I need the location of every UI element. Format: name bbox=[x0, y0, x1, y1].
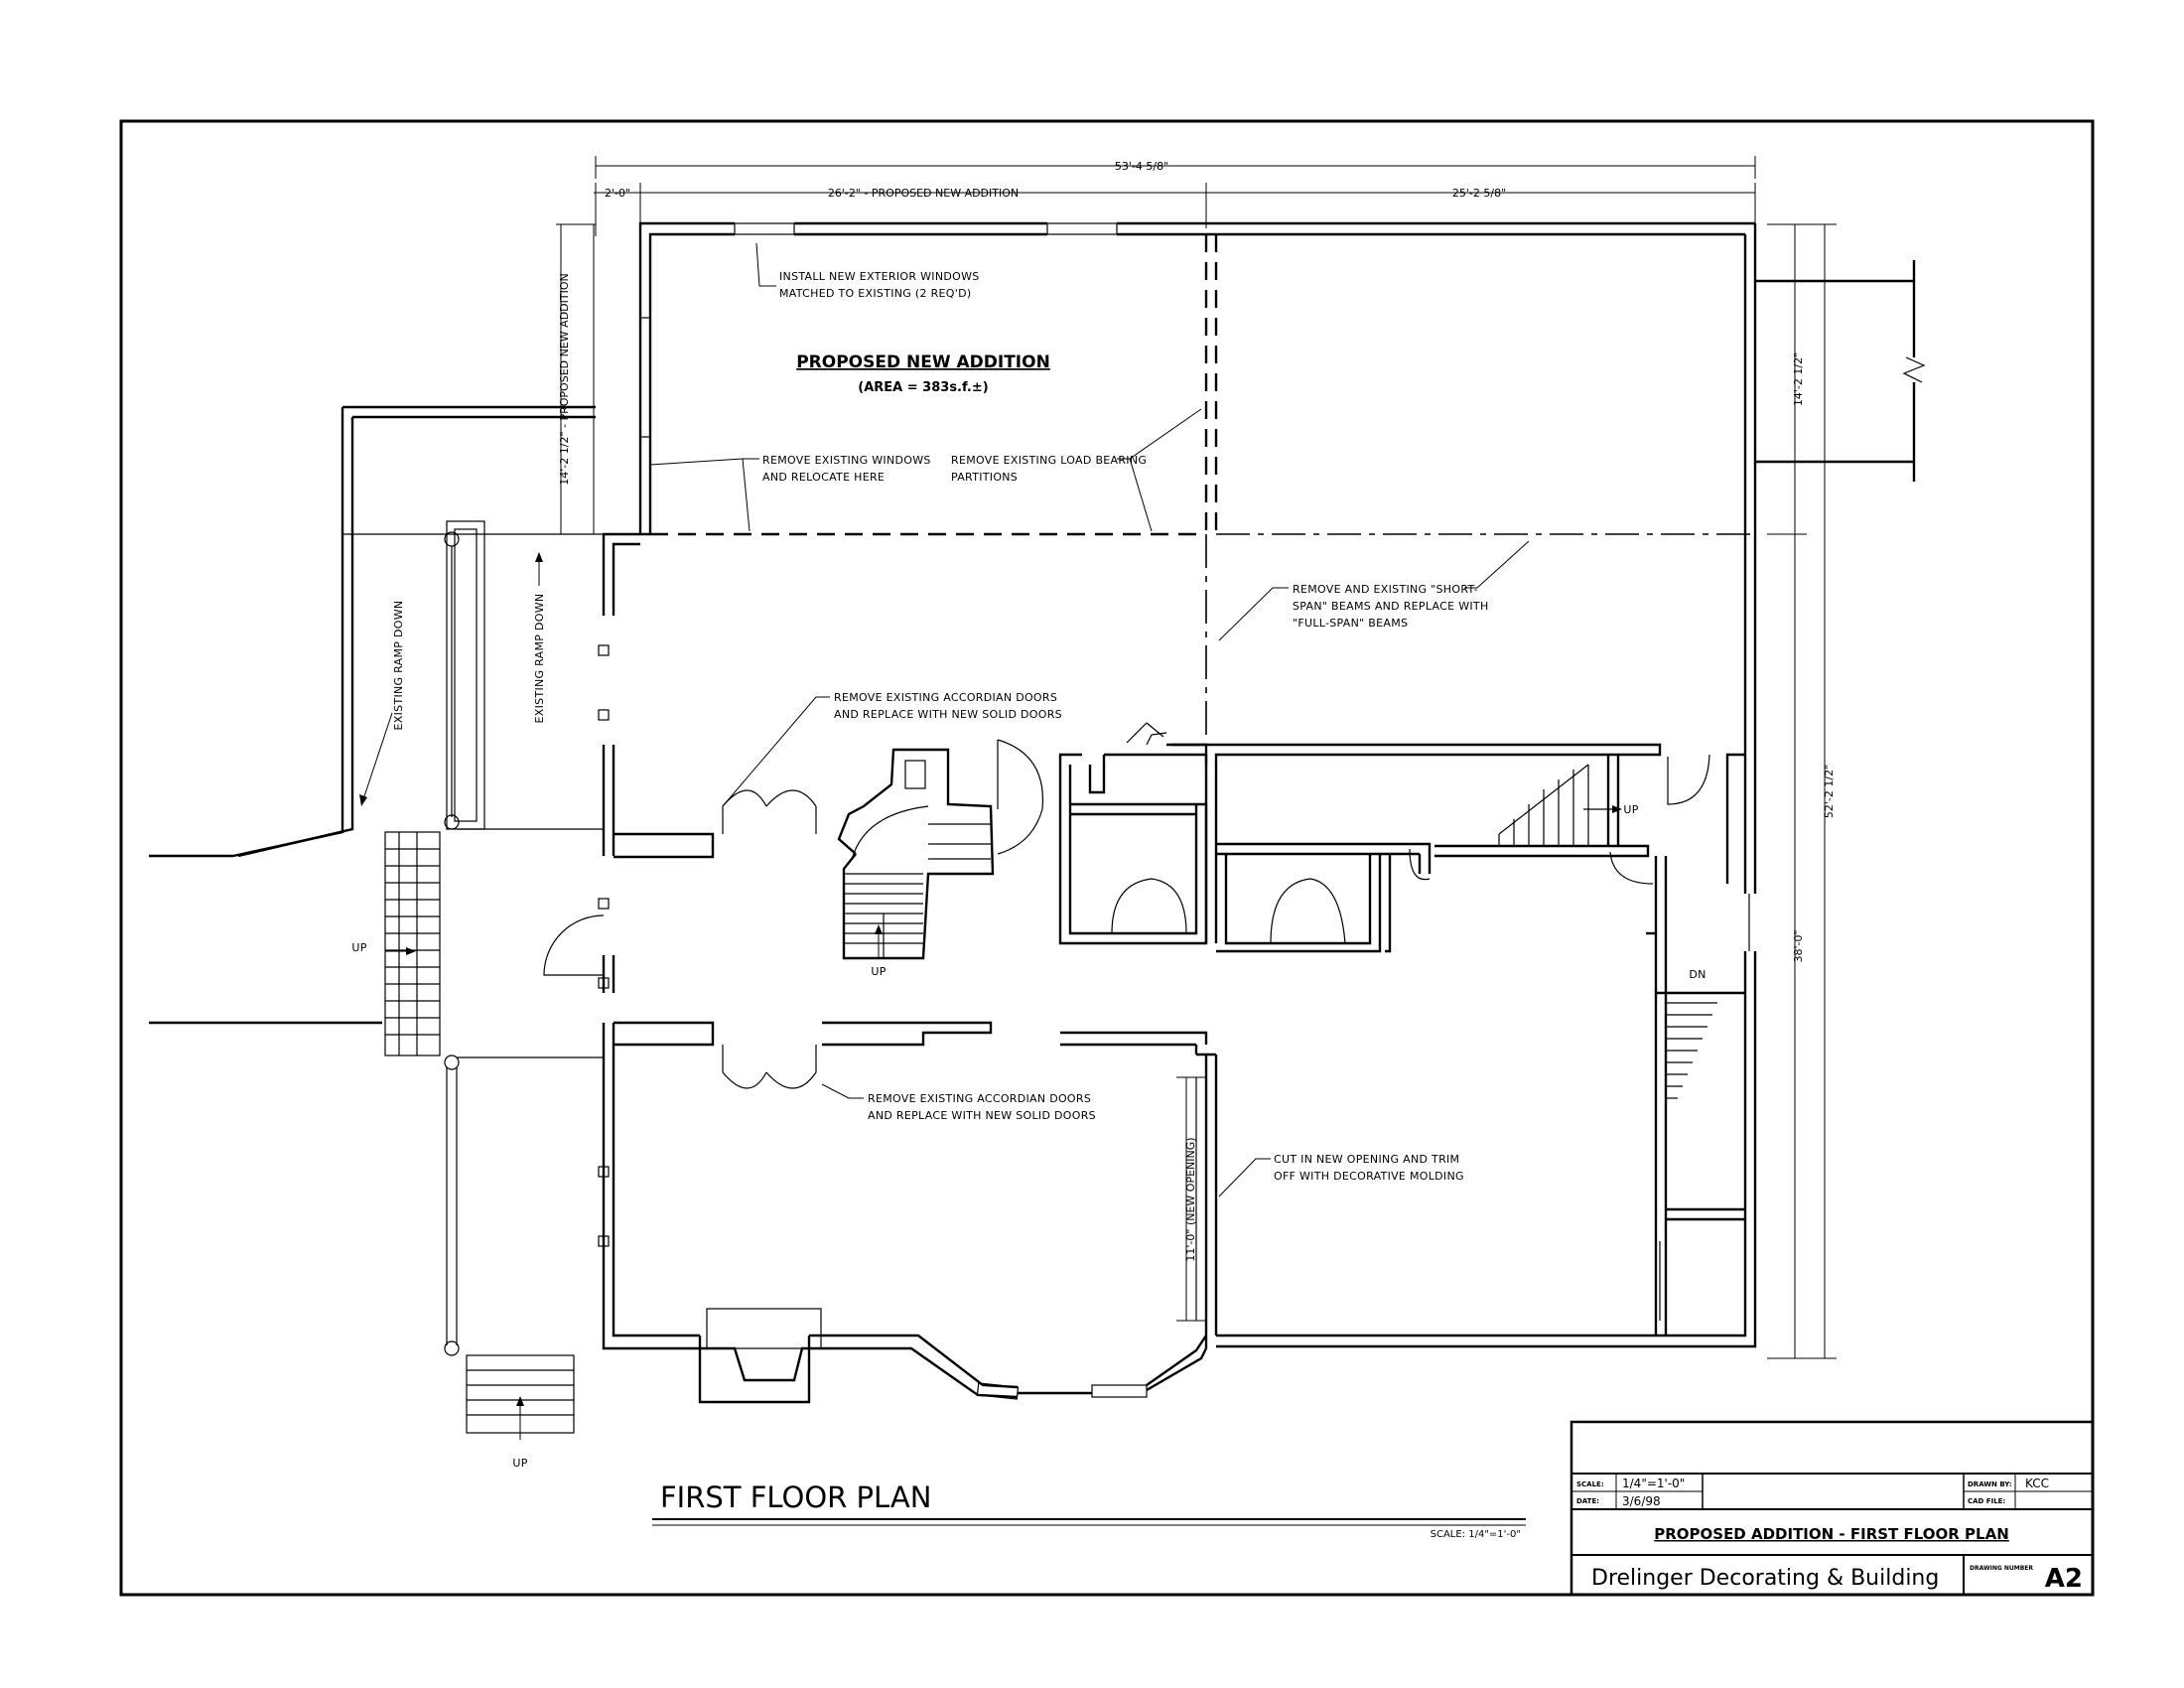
right-stair-down bbox=[1646, 753, 1745, 1336]
dim-left-offset: 2'-0" bbox=[605, 187, 630, 200]
ramp-label-1: EXISTING RAMP DOWN bbox=[392, 601, 405, 731]
note-6-line-2: AND REPLACE WITH NEW SOLID DOORS bbox=[868, 1109, 1096, 1122]
middle-rooms bbox=[1171, 743, 1662, 953]
up-label-bottom: UP bbox=[512, 1457, 527, 1470]
double-door-upper bbox=[722, 789, 817, 834]
note-new-windows: INSTALL NEW EXTERIOR WINDOWS MATCHED TO … bbox=[755, 242, 980, 300]
addition-area: (AREA = 383s.f.±) bbox=[858, 380, 988, 395]
up-label-left: UP bbox=[351, 941, 366, 954]
note-accordian-lower: REMOVE EXISTING ACCORDIAN DOORS AND REPL… bbox=[821, 1083, 1096, 1122]
up-label-stair: UP bbox=[871, 965, 886, 978]
drawing-title: FIRST FLOOR PLAN bbox=[660, 1480, 931, 1514]
tb-scale-value: 1/4"=1'-0" bbox=[1622, 1477, 1685, 1490]
note-7-line-1: CUT IN NEW OPENING AND TRIM bbox=[1274, 1153, 1459, 1166]
stair-treads bbox=[844, 823, 991, 944]
note-4-line-3: "FULL-SPAN" BEAMS bbox=[1293, 617, 1408, 630]
interior-walls bbox=[614, 832, 1218, 1348]
note-new-opening: CUT IN NEW OPENING AND TRIM OFF WITH DEC… bbox=[1218, 1153, 1464, 1197]
note-7-line-2: OFF WITH DECORATIVE MOLDING bbox=[1274, 1170, 1464, 1183]
note-1-line-1: INSTALL NEW EXTERIOR WINDOWS bbox=[779, 270, 980, 283]
direction-arrows bbox=[359, 552, 1622, 1440]
tb-drawn-value: KCC bbox=[2025, 1477, 2049, 1490]
center-stair bbox=[837, 739, 1044, 960]
addition-walls bbox=[638, 221, 1755, 534]
stair-treads-right bbox=[1498, 764, 1589, 846]
dim-right-width: 25'-2 5/8" bbox=[1452, 187, 1506, 200]
drawing-title-block: FIRST FLOOR PLAN SCALE: 1/4"=1'-0" bbox=[652, 1480, 1526, 1540]
entry-door-swing bbox=[543, 914, 605, 976]
stair-treads-dn bbox=[1666, 1002, 1717, 1099]
dimension-texts: 53'-4 5/8" 2'-0" 26'-2" - PROPOSED NEW A… bbox=[558, 160, 1836, 1262]
note-replace-beams: REMOVE AND EXISTING "SHORT- SPAN" BEAMS … bbox=[1218, 540, 1530, 641]
note-1-line-2: MATCHED TO EXISTING (2 REQ'D) bbox=[779, 287, 971, 300]
note-5-line-2: AND REPLACE WITH NEW SOLID DOORS bbox=[834, 708, 1062, 721]
new-opening-marks bbox=[1195, 1077, 1217, 1321]
note-4-line-1: REMOVE AND EXISTING "SHORT- bbox=[1293, 583, 1478, 596]
dn-label-right: DN bbox=[1689, 968, 1706, 981]
right-adjacent-structure bbox=[1755, 260, 1926, 482]
note-4-line-2: SPAN" BEAMS AND REPLACE WITH bbox=[1293, 600, 1489, 613]
dim-addition-depth: 14'-2 1/2" - PROPOSED NEW ADDITION bbox=[558, 273, 571, 485]
room-labels: PROPOSED NEW ADDITION (AREA = 383s.f.±) … bbox=[351, 352, 1706, 1470]
note-2-line-2: AND RELOCATE HERE bbox=[762, 471, 885, 484]
note-6-line-1: REMOVE EXISTING ACCORDIAN DOORS bbox=[868, 1092, 1091, 1105]
note-accordian-upper: REMOVE EXISTING ACCORDIAN DOORS AND REPL… bbox=[722, 691, 1062, 807]
tb-sheet-title: PROPOSED ADDITION - FIRST FLOOR PLAN bbox=[1654, 1525, 2009, 1543]
closets-center bbox=[1058, 722, 1208, 945]
up-label-right: UP bbox=[1623, 803, 1638, 816]
addition-title: PROPOSED NEW ADDITION bbox=[796, 352, 1050, 372]
tb-number-value: A2 bbox=[2045, 1564, 2083, 1594]
dim-overall-depth: 52'-2 1/2" bbox=[1823, 765, 1836, 818]
dim-new-opening: 11'-0" (NEW OPENING) bbox=[1184, 1137, 1197, 1261]
bay-window bbox=[698, 1308, 1208, 1404]
ramp-label-2: EXISTING RAMP DOWN bbox=[533, 594, 546, 724]
note-3-line-1: REMOVE EXISTING LOAD BEARING bbox=[951, 454, 1147, 467]
sheet-border bbox=[119, 119, 2095, 1597]
right-stair-up bbox=[1434, 754, 1710, 885]
note-relocate-windows: REMOVE EXISTING WINDOWS AND RELOCATE HER… bbox=[649, 454, 931, 532]
tb-cad-label: CAD FILE: bbox=[1968, 1497, 2005, 1505]
removed-partitions bbox=[650, 234, 1755, 735]
double-door-lower bbox=[722, 1045, 817, 1089]
drawing-scale-note: SCALE: 1/4"=1'-0" bbox=[1431, 1529, 1521, 1540]
tb-company: Drelinger Decorating & Building bbox=[1591, 1566, 1939, 1591]
dim-addition-width: 26'-2" - PROPOSED NEW ADDITION bbox=[828, 187, 1019, 200]
dim-right-upper: 14'-2 1/2" bbox=[1792, 352, 1805, 406]
porch-and-ramp bbox=[149, 405, 604, 1356]
tb-drawn-label: DRAWN BY: bbox=[1968, 1480, 2012, 1488]
dim-overall-width: 53'-4 5/8" bbox=[1115, 160, 1168, 173]
floor-plan bbox=[149, 221, 1926, 1434]
dimension-lines bbox=[556, 156, 1837, 1359]
note-remove-partitions: REMOVE EXISTING LOAD BEARING PARTITIONS bbox=[951, 408, 1202, 532]
note-3-line-2: PARTITIONS bbox=[951, 471, 1018, 484]
right-exterior-wall bbox=[1216, 223, 1757, 1348]
tb-date-value: 3/6/98 bbox=[1622, 1494, 1661, 1508]
tb-scale-label: SCALE: bbox=[1576, 1480, 1604, 1488]
tb-date-label: DATE: bbox=[1576, 1497, 1599, 1505]
dim-right-lower: 38'-0" bbox=[1792, 929, 1805, 962]
tb-number-label: DRAWING NUMBER bbox=[1970, 1565, 2033, 1572]
front-stair bbox=[384, 831, 441, 1056]
left-exterior-wall bbox=[598, 532, 712, 1350]
note-5-line-1: REMOVE EXISTING ACCORDIAN DOORS bbox=[834, 691, 1057, 704]
title-block: SCALE: 1/4"=1'-0" DATE: 3/6/98 DRAWN BY:… bbox=[1570, 1420, 2095, 1597]
note-2-line-1: REMOVE EXISTING WINDOWS bbox=[762, 454, 931, 467]
construction-notes: INSTALL NEW EXTERIOR WINDOWS MATCHED TO … bbox=[649, 242, 1530, 1197]
